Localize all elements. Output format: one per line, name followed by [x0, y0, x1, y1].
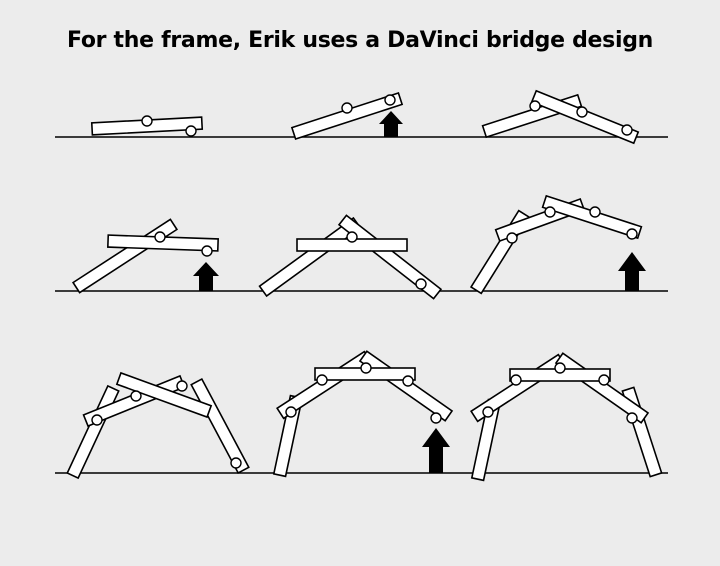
push-up-arrow-icon	[618, 252, 646, 291]
pin	[384, 94, 396, 106]
pin	[576, 106, 588, 118]
plank	[71, 218, 179, 294]
pin	[415, 278, 427, 290]
step-8	[272, 350, 454, 478]
pin	[529, 100, 541, 112]
push-up-arrow-icon	[379, 111, 403, 137]
pin	[201, 245, 213, 257]
pin	[554, 362, 566, 374]
pin	[544, 206, 556, 218]
step-6	[469, 194, 646, 295]
pin	[510, 374, 522, 386]
step-1	[90, 115, 204, 137]
step-5	[258, 214, 443, 300]
page-title: For the frame, Erik uses a DaVinci bridg…	[66, 28, 653, 53]
pin	[626, 228, 638, 240]
pin	[621, 124, 633, 136]
pin	[402, 375, 414, 387]
pin	[185, 125, 197, 137]
pin	[346, 231, 358, 243]
pin	[589, 206, 601, 218]
step-2	[290, 91, 404, 141]
step-3	[481, 89, 640, 145]
push-up-arrow-icon	[422, 428, 450, 473]
pin	[360, 362, 372, 374]
pin	[341, 102, 353, 114]
pin	[285, 406, 297, 418]
step-4	[71, 218, 220, 294]
pin	[154, 231, 166, 243]
plank	[190, 377, 250, 475]
pin	[626, 412, 638, 424]
pin	[506, 232, 518, 244]
pin	[430, 412, 442, 424]
step-9	[470, 352, 663, 482]
plank	[337, 214, 443, 300]
plank	[115, 371, 213, 419]
pin	[598, 374, 610, 386]
push-up-arrow-icon	[193, 262, 219, 291]
plank	[66, 384, 120, 480]
step-7	[66, 371, 250, 480]
pin	[130, 390, 142, 402]
pin	[176, 380, 188, 392]
pin	[482, 406, 494, 418]
pin	[316, 374, 328, 386]
pin	[230, 457, 242, 469]
pin	[91, 414, 103, 426]
pin	[141, 115, 153, 127]
